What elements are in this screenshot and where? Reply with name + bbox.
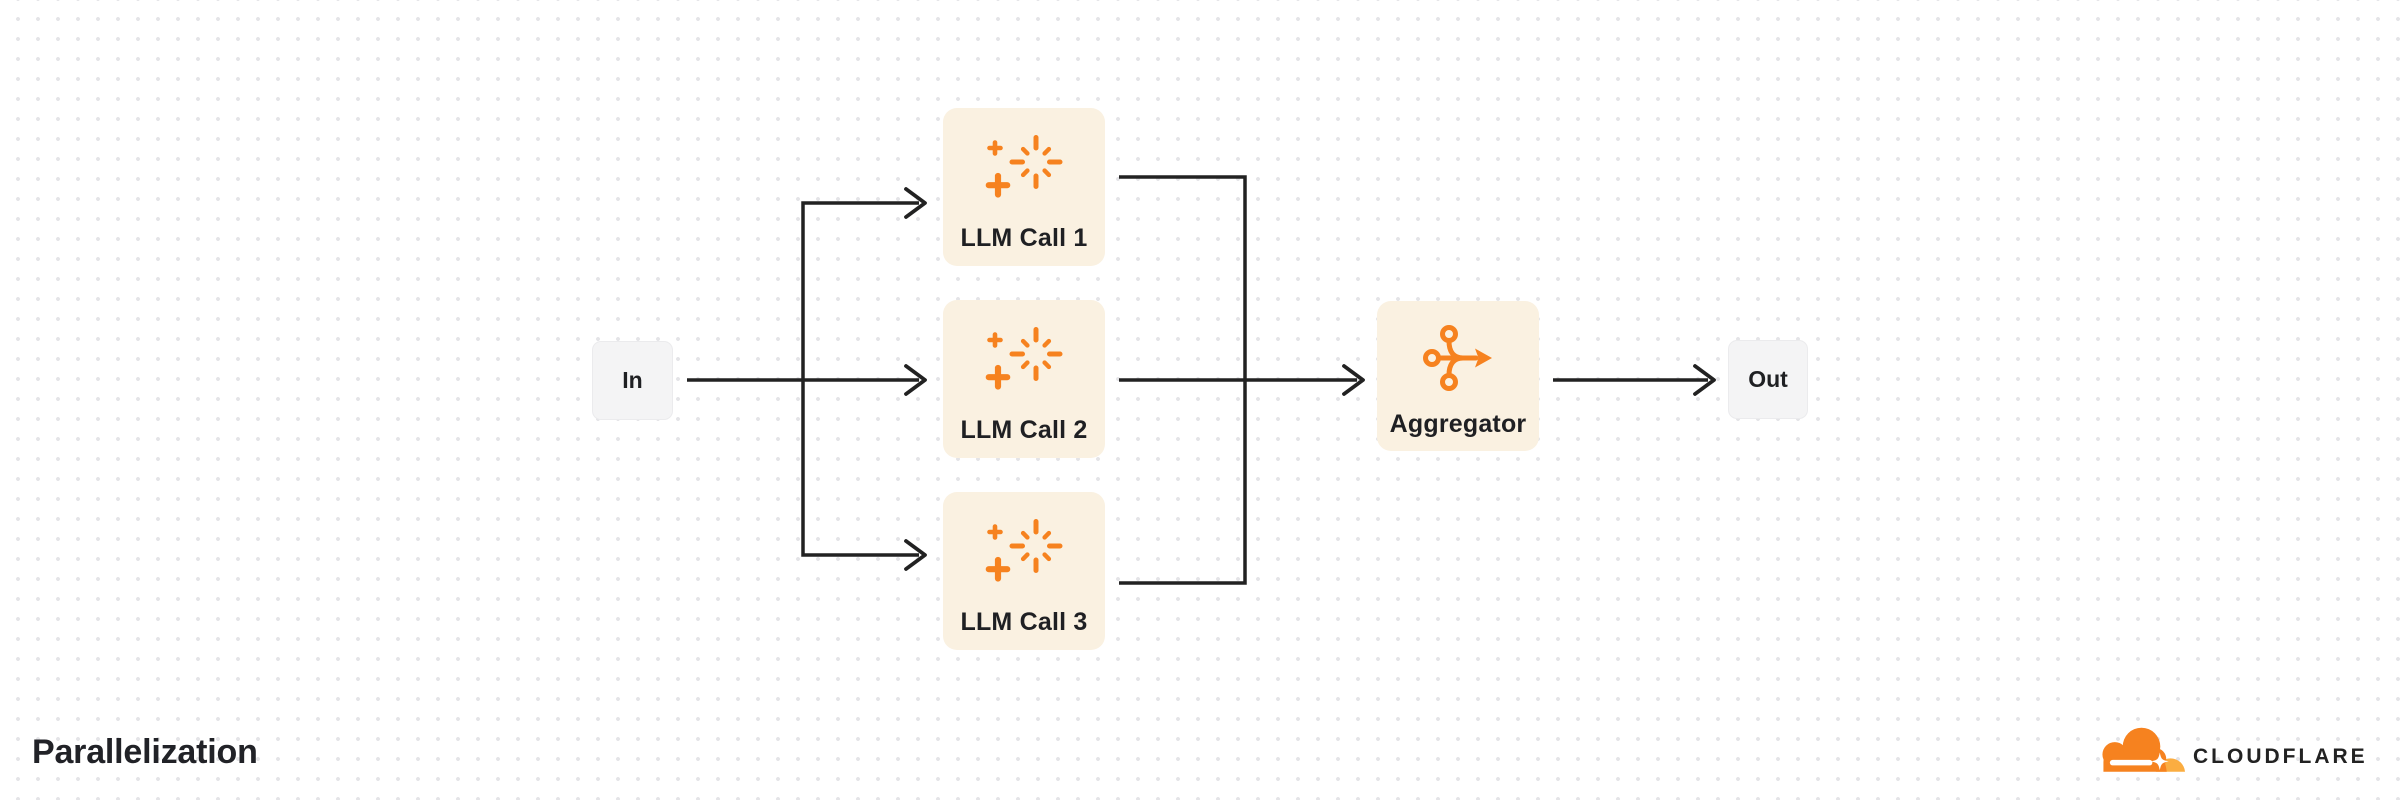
node-llm-call-3-label: LLM Call 3	[960, 608, 1088, 636]
arrowhead-llm2	[904, 364, 927, 396]
cloudflare-cloud-logo	[2102, 727, 2186, 772]
node-in-label: In	[622, 367, 643, 393]
node-out-label: Out	[1748, 366, 1788, 392]
cloudflare-wordmark: CLOUDFLARE	[2193, 745, 2368, 768]
node-aggregator: Aggregator	[1377, 301, 1539, 451]
node-aggregator-label: Aggregator	[1389, 410, 1527, 438]
arrowhead-aggregator	[1342, 364, 1365, 396]
arrowhead-out	[1693, 364, 1716, 396]
ai-sparkle-icon	[984, 518, 1064, 587]
node-llm-call-1: LLM Call 1	[943, 108, 1105, 266]
node-llm-call-1-label: LLM Call 1	[960, 224, 1088, 252]
node-llm-call-3: LLM Call 3	[943, 492, 1105, 650]
ai-sparkle-icon	[984, 326, 1064, 395]
cloudflare-brand: CLOUDFLARE	[2097, 727, 2368, 772]
edge-in-branches	[801, 201, 919, 557]
merge-arrows-icon	[1422, 324, 1494, 397]
arrowhead-llm1	[904, 187, 927, 219]
node-in: In	[592, 341, 673, 420]
ai-sparkle-icon	[984, 134, 1064, 203]
node-llm-call-2-label: LLM Call 2	[960, 416, 1088, 444]
arrowhead-llm3	[904, 539, 927, 571]
node-llm-call-2: LLM Call 2	[943, 300, 1105, 458]
node-out: Out	[1728, 340, 1808, 419]
page-title: Parallelization	[32, 733, 258, 771]
